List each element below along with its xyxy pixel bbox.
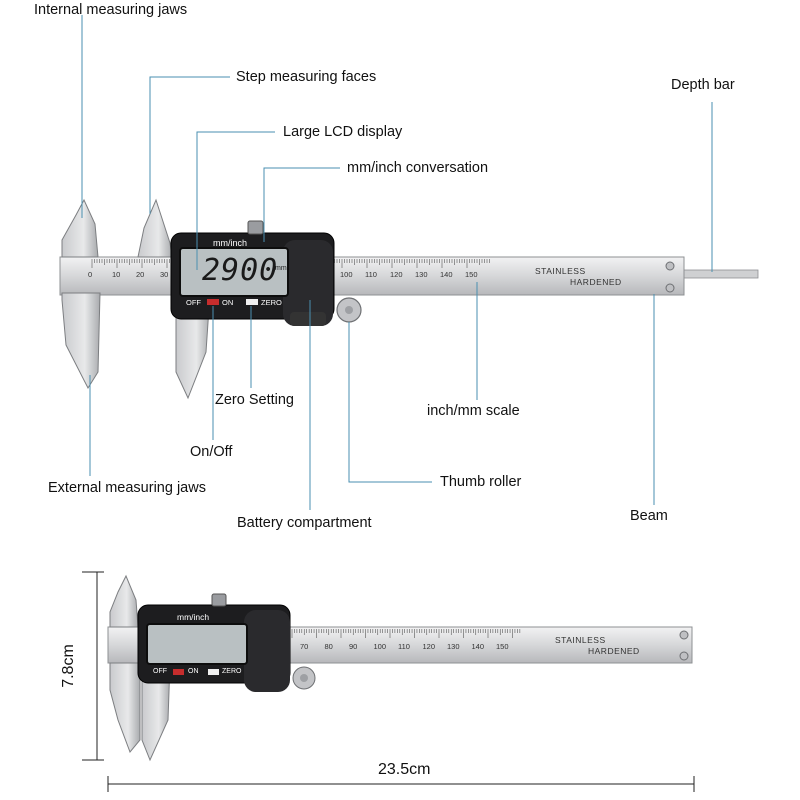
leader-thumb: [348, 322, 432, 483]
width-dimension: 23.5cm: [378, 761, 431, 778]
lock-screw: [211, 593, 227, 607]
stamp-stainless: STAINLESS: [555, 635, 606, 645]
zero-label: ZERO: [222, 668, 242, 675]
scale-number: 110: [398, 642, 410, 651]
label-internal-jaws: Internal measuring jaws: [34, 2, 188, 18]
beam-screw: [665, 283, 675, 293]
on-label: ON: [188, 668, 199, 675]
leader-lcd: [196, 131, 275, 270]
scale-number: 100: [373, 642, 387, 651]
knurled-grip: [290, 312, 326, 326]
step-measuring-jaw: [137, 198, 173, 258]
label-depth-bar: Depth bar: [671, 77, 735, 93]
scale-number: 90: [349, 642, 358, 651]
fixed-internal-jaw: [61, 198, 99, 258]
battery-compartment-cap: [244, 610, 290, 692]
label-thumb-roller: Thumb roller: [440, 474, 522, 490]
zero-button[interactable]: [246, 299, 258, 305]
scale-number: 70: [300, 642, 309, 651]
zero-label: ZERO: [261, 298, 282, 307]
off-button[interactable]: [207, 299, 219, 305]
lcd-screen: [146, 623, 248, 665]
scale-number: 30: [160, 270, 169, 279]
scale-number: 120: [390, 270, 403, 279]
stamp-hardened: HARDENED: [570, 277, 622, 287]
scale-number: 100: [340, 270, 353, 279]
scale-number: 110: [365, 270, 377, 279]
on-label: ON: [222, 298, 234, 307]
height-dimension: 7.8cm: [60, 644, 77, 688]
top-caliper: [59, 198, 759, 400]
beam-screw: [665, 261, 675, 271]
beam-screw: [679, 651, 689, 661]
battery-compartment-cap: [283, 240, 333, 326]
label-beam: Beam: [630, 508, 668, 524]
lcd-reading: 2900: [202, 253, 279, 288]
scale-number: 140: [471, 642, 485, 651]
off-label: OFF: [153, 668, 167, 675]
zero-button[interactable]: [208, 669, 219, 675]
scale-number: 80: [324, 642, 333, 651]
fixed-external-jaw: [109, 662, 141, 753]
scale-number: 130: [415, 270, 428, 279]
label-inch-mm-scale: inch/mm scale: [427, 403, 520, 419]
off-button[interactable]: [173, 669, 184, 675]
mode-label: mm/inch: [213, 238, 248, 248]
label-zero-setting: Zero Setting: [215, 392, 294, 408]
scale-number: 10: [112, 270, 121, 279]
beam: [59, 256, 685, 296]
lcd-screen: [179, 247, 289, 297]
label-external-jaws: External measuring jaws: [48, 480, 206, 496]
off-label: OFF: [186, 298, 201, 307]
scale-number: 120: [422, 642, 436, 651]
label-conversion: mm/inch conversation: [347, 160, 489, 176]
beam-scale: [291, 629, 521, 638]
stamp-stainless: STAINLESS: [535, 266, 586, 276]
bottom-caliper: [107, 574, 693, 762]
lock-screw: [247, 220, 264, 235]
label-on-off: On/Off: [190, 444, 233, 460]
scale-number: 150: [496, 642, 509, 651]
fixed-external-jaw: [61, 292, 101, 390]
stamp-hardened: HARDENED: [588, 646, 640, 656]
fixed-internal-jaw: [109, 574, 139, 628]
thumb-roller-hub: [300, 674, 308, 682]
scale-number: 20: [136, 270, 145, 279]
label-step-faces: Step measuring faces: [236, 69, 377, 85]
mode-label: mm/inch: [177, 612, 210, 622]
leader-step-faces: [149, 76, 230, 214]
scale-number: 140: [440, 270, 453, 279]
thumb-roller-hub: [345, 306, 353, 314]
label-battery: Battery compartment: [237, 515, 372, 531]
depth-bar: [681, 269, 759, 279]
scale-number: 150: [465, 270, 478, 279]
scale-number: 130: [447, 642, 460, 651]
dimension-lines: [82, 571, 695, 792]
lcd-unit: mm: [275, 265, 287, 272]
leader-lines: [81, 15, 713, 510]
scale-number: 0: [88, 270, 93, 279]
label-lcd: Large LCD display: [283, 124, 403, 140]
beam-screw: [679, 630, 689, 640]
leader-conversion: [263, 167, 340, 242]
